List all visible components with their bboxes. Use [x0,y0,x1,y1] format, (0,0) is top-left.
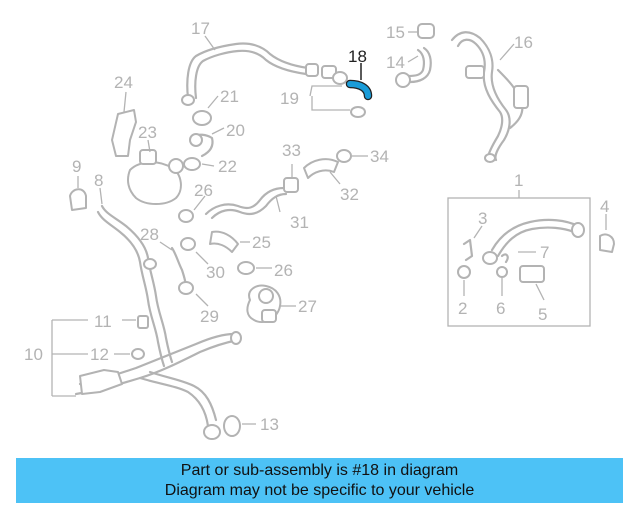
callout-23: 23 [138,123,157,142]
callout-16: 16 [514,33,533,52]
callout-labels: 17 18 19 15 14 16 21 20 22 24 23 9 8 26 … [24,19,609,434]
callout-33: 33 [282,141,301,160]
part-22-clamp [183,157,201,171]
banner-line-1: Part or sub-assembly is #18 in diagram [180,461,459,479]
part-28-hose [170,237,196,290]
part-26-clamp-lower [237,261,255,275]
callout-2: 2 [458,299,467,318]
callout-5: 5 [538,305,547,324]
callout-19: 19 [280,89,299,108]
part-31-pipe [204,177,299,220]
part-23-pump [127,149,184,205]
part-32-hose [303,158,339,179]
part-8-hose [96,204,174,368]
part-12-seal [131,348,145,360]
callout-7: 7 [540,243,549,262]
callout-14: 14 [386,53,405,72]
callout-10: 10 [24,345,43,364]
callout-21: 21 [220,87,239,106]
banner-line-2: Diagram may not be specific to your vehi… [164,481,475,499]
part-27-housing [246,284,282,324]
part-10-pipe [74,331,242,440]
callout-4: 4 [600,197,609,216]
leader-lines [51,31,607,425]
callout-12: 12 [90,345,109,364]
part-15-clamp [417,23,435,39]
callout-30: 30 [206,263,225,282]
part-29-clamp [178,281,194,295]
part-4-clamp [599,233,615,253]
callout-3: 3 [478,209,487,228]
part-25-hose [209,230,239,253]
part-1-assembly-box [447,197,591,327]
part-16-pipe [450,31,529,163]
callout-18: 18 [348,47,367,66]
callout-22: 22 [218,157,237,176]
part-18-hose-highlighted [345,79,373,101]
callout-24: 24 [114,73,133,92]
callout-13: 13 [260,415,279,434]
part-14-elbow [395,46,432,88]
part-20-hose [189,133,214,158]
part-21-clamp [192,110,212,126]
callout-32: 32 [340,185,359,204]
callout-11: 11 [94,312,112,331]
callout-28: 28 [140,225,159,244]
callout-26-upper: 26 [194,181,213,200]
part-9-clamp [69,188,87,211]
part-11-bolt [137,315,149,329]
part-26-clamp-upper [178,209,194,223]
callout-26-lower: 26 [274,261,293,280]
callout-15: 15 [386,23,405,42]
callout-27: 27 [298,297,317,316]
callout-31: 31 [290,213,309,232]
info-banner: Part or sub-assembly is #18 in diagram D… [16,458,623,503]
callout-1: 1 [514,171,523,190]
part-24-bracket [111,109,137,157]
part-17-hose [181,42,337,106]
callout-6: 6 [496,299,505,318]
callout-29: 29 [200,307,219,326]
part-13-oring [223,415,241,437]
callout-34: 34 [370,147,389,166]
part-19-clamps [332,71,366,118]
callout-25: 25 [252,233,271,252]
callout-17: 17 [191,19,210,38]
callout-9: 9 [72,157,81,176]
callout-20: 20 [226,121,245,140]
callout-8: 8 [94,171,103,190]
part-34-clamp [336,149,352,163]
